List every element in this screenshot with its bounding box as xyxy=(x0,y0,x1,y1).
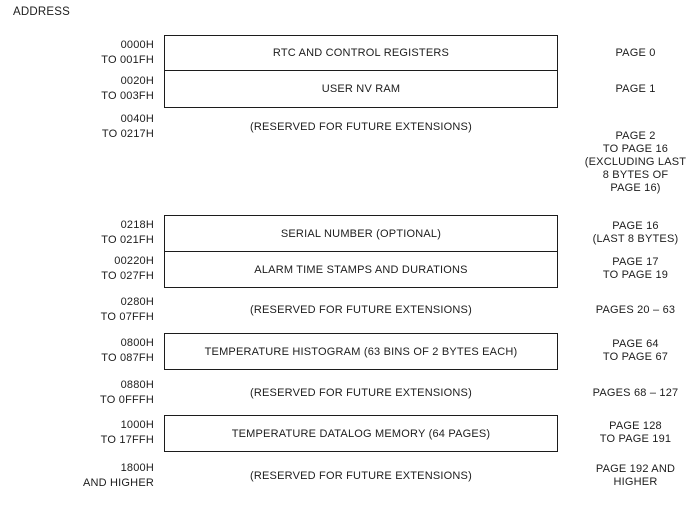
memory-region-box: USER NV RAM xyxy=(164,70,558,108)
memory-region-label: (RESERVED FOR FUTURE EXTENSIONS) xyxy=(250,470,472,482)
page-label: PAGE 128 TO PAGE 191 xyxy=(599,420,672,445)
memory-region-label: (RESERVED FOR FUTURE EXTENSIONS) xyxy=(250,387,472,399)
address-range: 00220H TO 027FH xyxy=(101,255,154,282)
memory-region-label: TEMPERATURE HISTOGRAM (63 BINS OF 2 BYTE… xyxy=(204,345,518,358)
address-range: 0040H TO 0217H xyxy=(101,113,154,140)
page-label: PAGES 20 – 63 xyxy=(595,304,676,316)
memory-region-box: TEMPERATURE HISTOGRAM (63 BINS OF 2 BYTE… xyxy=(164,333,558,370)
address-range: 0020H TO 003FH xyxy=(101,75,154,102)
address-range: 0880H TO 0FFFH xyxy=(100,379,154,406)
address-range: 1800H AND HIGHER xyxy=(82,462,154,489)
page-label: PAGE 17 TO PAGE 19 xyxy=(602,256,669,281)
address-range: 0800H TO 087FH xyxy=(101,337,154,364)
address-range: 0280H TO 07FFH xyxy=(100,296,154,323)
memory-region-label: TEMPERATURE DATALOG MEMORY (64 PAGES) xyxy=(231,427,491,440)
page-label: PAGE 1 xyxy=(615,83,656,95)
memory-region-box: SERIAL NUMBER (OPTIONAL) xyxy=(164,215,558,252)
page-label: PAGE 16 (LAST 8 BYTES) xyxy=(592,220,679,245)
memory-region-label: USER NV RAM xyxy=(321,83,401,95)
memory-region-label: SERIAL NUMBER (OPTIONAL) xyxy=(280,227,442,240)
memory-region-label: (RESERVED FOR FUTURE EXTENSIONS) xyxy=(250,304,472,316)
memory-region-label: RTC AND CONTROL REGISTERS xyxy=(272,47,450,59)
memory-region-label: ALARM TIME STAMPS AND DURATIONS xyxy=(254,263,468,276)
address-range: 0218H TO 021FH xyxy=(101,219,154,246)
address-range: 0000H TO 001FH xyxy=(101,39,154,66)
memory-region-box: TEMPERATURE DATALOG MEMORY (64 PAGES) xyxy=(164,415,558,452)
page-label: PAGE 64 TO PAGE 67 xyxy=(602,338,669,363)
memory-region-box: RTC AND CONTROL REGISTERS xyxy=(164,35,558,71)
diagram-title: ADDRESS xyxy=(13,6,70,18)
memory-region-label: (RESERVED FOR FUTURE EXTENSIONS) xyxy=(250,121,472,133)
page-label: PAGE 2 TO PAGE 16 (EXCLUDING LAST 8 BYTE… xyxy=(584,130,687,194)
page-label: PAGE 192 AND HIGHER xyxy=(595,463,676,488)
memory-region-box: ALARM TIME STAMPS AND DURATIONS xyxy=(164,251,558,288)
page-label: PAGE 0 xyxy=(615,47,656,59)
page-label: PAGES 68 – 127 xyxy=(592,387,679,399)
address-range: 1000H TO 17FFH xyxy=(100,419,154,446)
